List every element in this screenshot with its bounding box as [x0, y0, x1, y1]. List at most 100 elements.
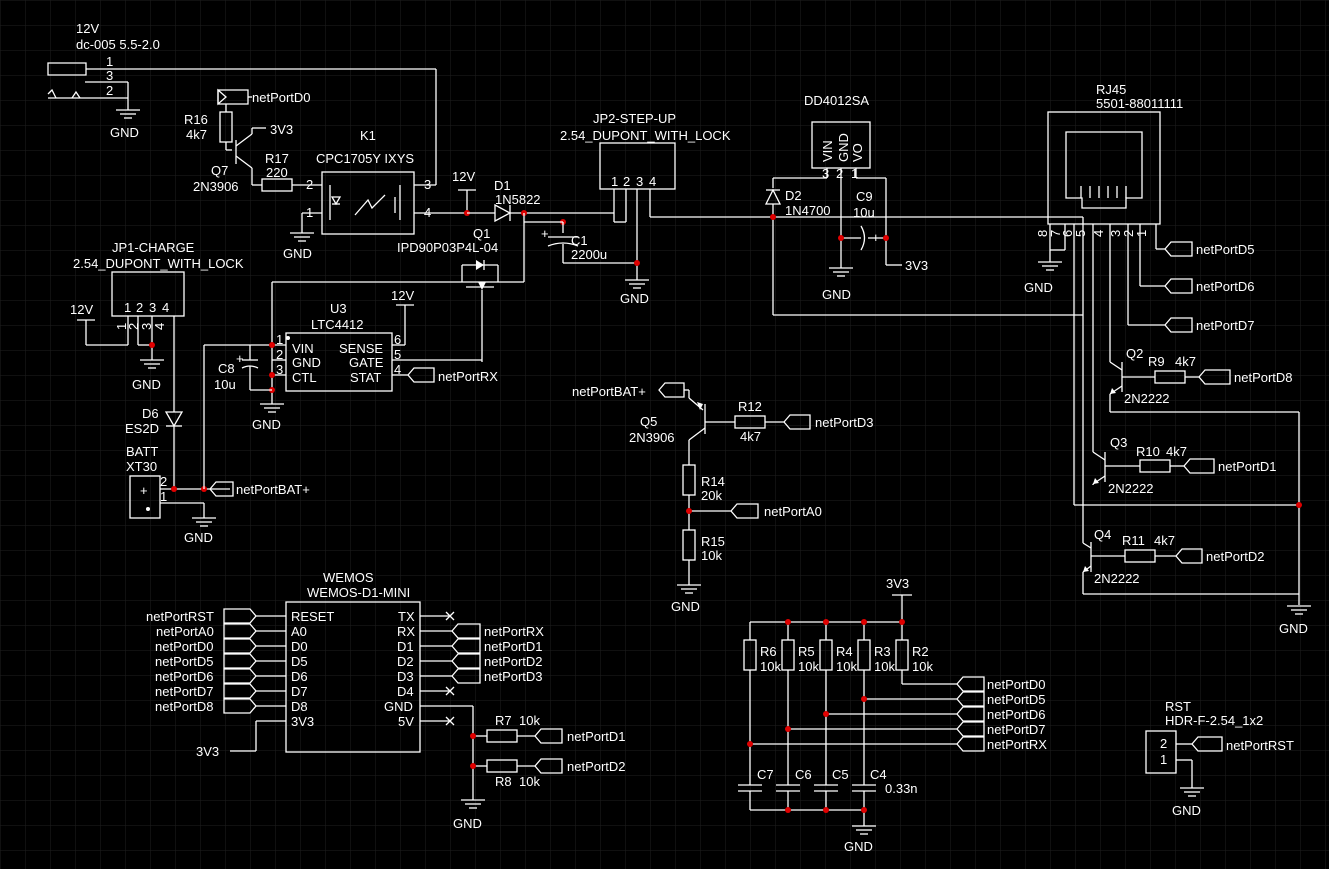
q4-name: Q4	[1094, 527, 1111, 542]
rj45-connector: RJ45 5501-88011111 8 7 6 5 4 3 2 1	[1035, 82, 1299, 506]
u3-p1: 1	[276, 332, 283, 347]
u3-name: U3	[330, 301, 347, 316]
rj-part: 5501-88011111	[1096, 96, 1183, 111]
q2-name: Q2	[1126, 346, 1143, 361]
u3-gate: GATE	[349, 355, 384, 370]
r17-name: R17	[265, 151, 289, 166]
r8-value: 10k	[519, 774, 540, 789]
rst-p1: 1	[1160, 752, 1167, 767]
r16-value: 4k7	[186, 127, 207, 142]
r12-name: R12	[738, 399, 762, 414]
jack-pin3: 3	[106, 68, 113, 83]
q5-type: 2N3906	[629, 430, 675, 445]
jack-pin2: 2	[106, 83, 113, 98]
dd-name: DD4012SA	[804, 93, 869, 108]
net-rst-wemos: netPortRST	[146, 609, 214, 624]
r7-r8-pulldowns: netPortD1 R7 10k netPortD2 R8 10k	[472, 706, 626, 800]
wemos-reset: RESET	[291, 609, 334, 624]
wemos-3v3: 3V3	[291, 714, 314, 729]
d1-diode: D1 1N5822	[467, 178, 614, 223]
net-d5-bank: netPortD5	[987, 692, 1046, 707]
v12-jp1: 12V	[70, 302, 93, 317]
q3-type: 2N2222	[1108, 481, 1154, 496]
svg-text:+: +	[541, 226, 549, 241]
net-d6-bank: netPortD6	[987, 707, 1046, 722]
q5-circuit: netPortBAT+ netPortD3 R12 4k7 Q5 2N3906 …	[572, 382, 874, 585]
v12-u3: 12V	[391, 288, 414, 303]
gnd-label: GND	[671, 599, 700, 614]
gnd-label: GND	[453, 816, 482, 831]
net-d3-q5: netPortD3	[815, 415, 874, 430]
net-d1-r7: netPortD1	[567, 729, 626, 744]
net-a0-wemos: netPortA0	[156, 624, 214, 639]
dd-p3: 3	[822, 166, 829, 181]
u3-sense: SENSE	[339, 341, 383, 356]
wemos-d8: D8	[291, 699, 308, 714]
net-d2-wemos: netPortD2	[484, 654, 543, 669]
gnd-symbol	[192, 517, 216, 527]
v3v3-q7: 3V3	[270, 122, 293, 137]
c1-capacitor: C1 2200u +	[541, 222, 637, 264]
r16-name: R16	[184, 112, 208, 127]
d6-diode: D6 ES2D	[125, 406, 184, 489]
r4-name: R4	[836, 644, 853, 659]
jp1-p3b: 3	[139, 323, 154, 330]
r9-name: R9	[1148, 354, 1165, 369]
jack-value: 12V	[76, 21, 99, 36]
r4-value: 10k	[836, 659, 857, 674]
c4-name: C4	[870, 767, 887, 782]
gnd-label: GND	[110, 125, 139, 140]
batt-p2: 2	[160, 474, 167, 489]
wemos-d2: D2	[397, 654, 414, 669]
jp1-p4b: 4	[152, 323, 167, 330]
dd-gnd: GND	[836, 133, 851, 162]
net-d0-bank: netPortD0	[987, 677, 1046, 692]
net-d8-q2: netPortD8	[1234, 370, 1293, 385]
q3-name: Q3	[1110, 435, 1127, 450]
c8-value: 10u	[214, 377, 236, 392]
jp1-part: 2.54_DUPONT_WITH_LOCK	[73, 256, 244, 271]
u3-p4: 4	[394, 362, 401, 377]
c8-capacitor: C8 10u +	[214, 345, 272, 392]
r6-value: 10k	[760, 659, 781, 674]
rj-p5: 5	[1073, 230, 1088, 237]
jp1-p1b: 1	[114, 323, 129, 330]
q2-type: 2N2222	[1124, 391, 1170, 406]
q3-transistor: Q3 netPortD1 R10 4k7 2N2222	[1092, 348, 1277, 496]
u3-p5: 5	[394, 347, 401, 362]
gnd-label: GND	[1024, 280, 1053, 295]
d2-name: D2	[785, 188, 802, 203]
k1-pin2: 2	[306, 177, 313, 192]
c7-name: C7	[757, 767, 774, 782]
pullup-bank: 3V3 R6 10k R5 10k R4 10k R3 10k R2 10k	[738, 576, 1047, 826]
gnd-label: GND	[132, 377, 161, 392]
r11-name: R11	[1122, 533, 1145, 548]
batt-connector: BATT XT30 + 2 1	[126, 444, 230, 519]
u3-gnd: GND	[292, 355, 321, 370]
jp1-name: JP1-CHARGE	[112, 240, 195, 255]
r17-value: 220	[266, 165, 288, 180]
r14-value: 20k	[701, 488, 722, 503]
q2-transistor: Q2 netPortD8 R9 4k7 2N2222	[1109, 345, 1300, 605]
r9-value: 4k7	[1175, 354, 1196, 369]
rj-p6: 6	[1060, 230, 1075, 237]
gnd-symbol	[677, 584, 701, 594]
c1-name: C1	[571, 233, 588, 248]
q1-mosfet: Q1 IPD90P03P4L-04	[272, 226, 524, 362]
gnd-label: GND	[620, 291, 649, 306]
dd-p2: 2	[836, 166, 843, 181]
wemos-d1: D1	[397, 639, 414, 654]
u3-p2: 2	[276, 347, 283, 362]
wemos-d1-mini: WEMOS WEMOS-D1-MINI RESET A0 D0 D5 D6 D7…	[146, 570, 544, 759]
jp1-p3: 3	[149, 300, 156, 315]
dd-vin: VIN	[820, 140, 835, 162]
r5-value: 10k	[798, 659, 819, 674]
rst-part: HDR-F-2.54_1x2	[1165, 713, 1263, 728]
d2-diode: D2 1N4700	[764, 178, 831, 315]
u3-p3: 3	[276, 362, 283, 377]
rj-p7: 7	[1048, 230, 1063, 237]
net-d7-rj: netPortD7	[1196, 318, 1255, 333]
jack-pin1: 1	[106, 54, 113, 69]
batt-plus: +	[140, 483, 148, 498]
